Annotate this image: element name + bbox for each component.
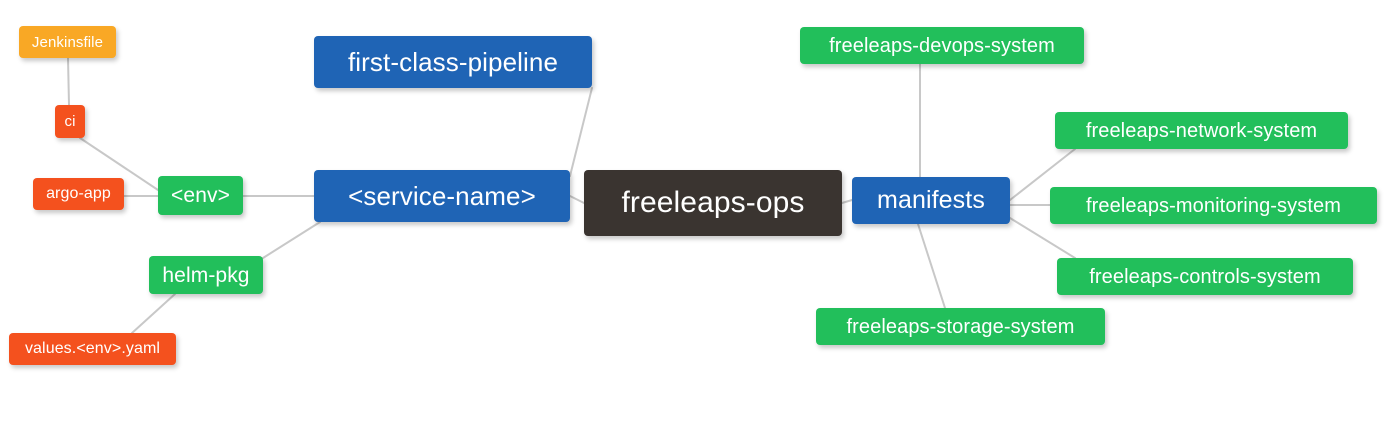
edge-freeleaps-ops-to-manifests: [841, 199, 853, 204]
node-manifests[interactable]: manifests: [852, 177, 1010, 224]
node-label-env: <env>: [171, 184, 230, 207]
node-first-class-pipeline[interactable]: first-class-pipeline: [314, 36, 592, 88]
edge-ci-to-jenkinsfile: [67, 57, 70, 106]
node-label-freeleaps-ops: freeleaps-ops: [621, 186, 805, 219]
edge-manifests-to-freeleaps-controls-system: [1009, 217, 1076, 259]
edge-helm-pkg-to-values-env-yaml: [131, 293, 176, 334]
node-label-values-env-yaml: values.<env>.yaml: [24, 340, 161, 357]
node-values-env-yaml[interactable]: values.<env>.yaml: [9, 333, 176, 365]
node-freeleaps-devops-system[interactable]: freeleaps-devops-system: [800, 27, 1084, 64]
node-label-argo-app: argo-app: [46, 185, 111, 202]
edge-service-name-to-helm-pkg: [262, 221, 321, 259]
node-label-freeleaps-network-system: freeleaps-network-system: [1085, 119, 1318, 142]
node-jenkinsfile[interactable]: Jenkinsfile: [19, 26, 116, 58]
node-label-first-class-pipeline: first-class-pipeline: [347, 47, 559, 77]
node-freeleaps-controls-system[interactable]: freeleaps-controls-system: [1057, 258, 1353, 295]
node-argo-app[interactable]: argo-app: [33, 178, 124, 210]
node-label-manifests: manifests: [877, 186, 985, 214]
node-label-service-name: <service-name>: [348, 181, 536, 211]
node-label-freeleaps-devops-system: freeleaps-devops-system: [829, 34, 1055, 57]
node-freeleaps-network-system[interactable]: freeleaps-network-system: [1055, 112, 1348, 149]
node-freeleaps-storage-system[interactable]: freeleaps-storage-system: [816, 308, 1105, 345]
node-freeleaps-ops[interactable]: freeleaps-ops: [584, 170, 842, 236]
node-ci[interactable]: ci: [55, 105, 85, 138]
node-label-freeleaps-storage-system: freeleaps-storage-system: [846, 315, 1075, 338]
node-env[interactable]: <env>: [158, 176, 243, 215]
node-helm-pkg[interactable]: helm-pkg: [149, 256, 263, 294]
node-label-freeleaps-controls-system: freeleaps-controls-system: [1089, 265, 1321, 288]
node-freeleaps-monitoring-system[interactable]: freeleaps-monitoring-system: [1050, 187, 1377, 224]
node-service-name[interactable]: <service-name>: [314, 170, 570, 222]
node-label-helm-pkg: helm-pkg: [162, 263, 250, 287]
node-label-ci: ci: [64, 113, 76, 130]
edge-freeleaps-ops-to-service-name: [569, 195, 585, 204]
edge-manifests-to-freeleaps-storage-system: [917, 223, 946, 309]
edge-service-name-to-first-class-pipeline: [569, 87, 593, 177]
node-label-freeleaps-monitoring-system: freeleaps-monitoring-system: [1085, 194, 1341, 217]
node-label-jenkinsfile: Jenkinsfile: [31, 33, 104, 51]
